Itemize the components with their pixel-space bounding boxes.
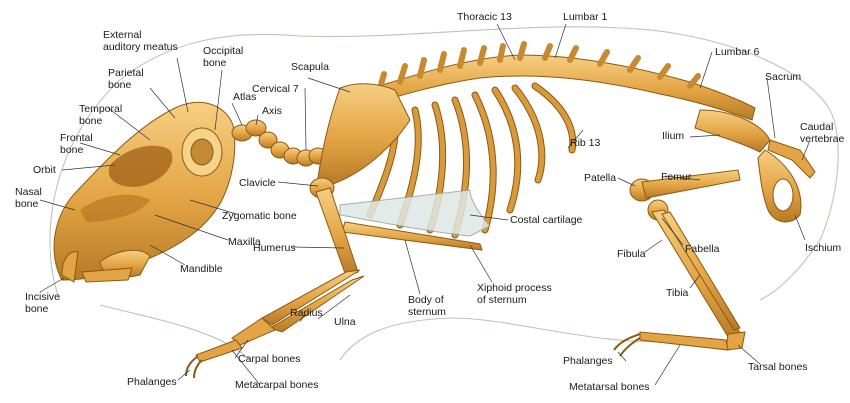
label-tarsal-bones: Tarsal bones xyxy=(748,361,808,373)
label-atlas: Atlas xyxy=(233,91,256,103)
label-patella: Patella xyxy=(584,172,616,184)
scapula-bone xyxy=(317,83,411,186)
label-phalanges-hind: Phalanges xyxy=(563,355,613,367)
label-clavicle: Clavicle xyxy=(239,177,276,189)
vertebral-column xyxy=(339,41,756,121)
label-lumbar-6: Lumbar 6 xyxy=(715,46,760,58)
pelvis xyxy=(694,109,816,223)
cervical-vertebrae xyxy=(231,119,328,167)
label-radius: Radius xyxy=(290,307,323,319)
label-fabella: Fabella xyxy=(685,243,720,255)
label-sacrum: Sacrum xyxy=(765,71,801,83)
label-femur: Femur xyxy=(661,171,692,183)
label-orbit: Orbit xyxy=(33,164,56,176)
label-costal-cartilage: Costal cartilage xyxy=(510,214,583,226)
forelimb xyxy=(185,187,365,379)
label-ilium: Ilium xyxy=(662,130,684,142)
label-thoracic-13: Thoracic 13 xyxy=(457,11,512,23)
label-rib-13: Rib 13 xyxy=(570,137,601,149)
label-maxilla: Maxilla xyxy=(228,236,261,248)
label-mandible: Mandible xyxy=(180,263,223,275)
label-carpal-bones: Carpal bones xyxy=(238,353,300,365)
skull xyxy=(53,101,236,283)
label-metacarpal-bones: Metacarpal bones xyxy=(235,379,318,391)
label-phalanges-front: Phalanges xyxy=(127,376,177,388)
label-zygomatic-bone: Zygomatic bone xyxy=(222,210,297,222)
hindlimb xyxy=(613,169,746,357)
label-fibula: Fibula xyxy=(617,248,646,260)
label-ischium: Ischium xyxy=(805,242,841,254)
label-humerus: Humerus xyxy=(253,242,296,254)
label-ulna: Ulna xyxy=(334,316,356,328)
label-axis: Axis xyxy=(262,105,282,117)
leader-lines xyxy=(39,23,811,386)
label-scapula: Scapula xyxy=(291,61,329,73)
label-cervical-7: Cervical 7 xyxy=(252,83,299,95)
label-lumbar-1: Lumbar 1 xyxy=(563,11,608,23)
ribs xyxy=(366,82,577,239)
label-metatarsal-bones: Metatarsal bones xyxy=(569,381,650,393)
costal-cartilage xyxy=(339,189,491,237)
label-tibia: Tibia xyxy=(666,287,689,299)
